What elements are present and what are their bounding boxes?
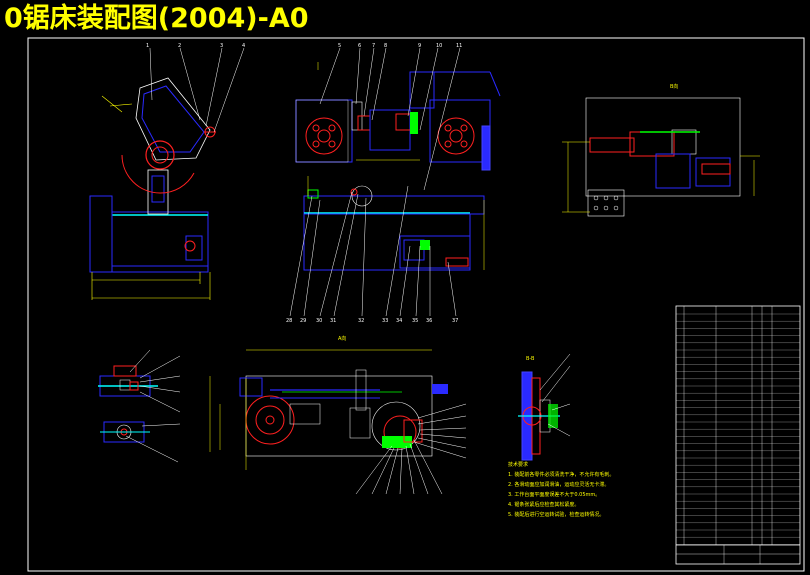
parts-list-table	[675, 305, 801, 565]
view-bottom-left	[98, 349, 181, 463]
balloon-35: 35	[412, 318, 418, 324]
tech-note-4: 4. 锯条张紧后应检查其松紧度。	[508, 501, 579, 508]
balloon-9: 9	[418, 43, 421, 49]
balloon-29: 29	[300, 318, 306, 324]
balloon-8: 8	[384, 43, 387, 49]
balloon-32: 32	[358, 318, 364, 324]
balloon-31: 31	[330, 318, 336, 324]
view-label-section-b: B-B	[526, 356, 535, 362]
view-bottom-right: B-B	[518, 353, 571, 461]
view-top-middle	[289, 47, 501, 317]
drawing-title: 0锯床装配图(2004)-A0	[4, 3, 309, 34]
balloon-1: 1	[146, 43, 149, 49]
view-bottom-middle: A向	[209, 335, 467, 495]
balloon-10: 10	[436, 43, 442, 49]
balloon-6: 6	[358, 43, 361, 49]
tech-note-2: 2. 各滑动面应加润滑油，运动应灵活无卡滞。	[508, 481, 609, 488]
balloon-37: 37	[452, 318, 458, 324]
balloon-4: 4	[242, 43, 245, 49]
balloon-7: 7	[372, 43, 375, 49]
balloon-3: 3	[220, 43, 223, 49]
balloon-33: 33	[382, 318, 388, 324]
balloon-5: 5	[338, 43, 341, 49]
view-label-section-a: A向	[338, 335, 346, 342]
drawing-border	[27, 37, 805, 572]
balloon-2: 2	[178, 43, 181, 49]
balloon-30: 30	[316, 318, 322, 324]
view-label-top-right: B向	[670, 83, 678, 90]
balloon-11: 11	[456, 43, 462, 49]
tech-notes: 技术要求 1. 装配前各零件必须清洗干净，不允许有毛刺。 2. 各滑动面应加润滑…	[508, 461, 614, 518]
tech-notes-heading: 技术要求	[508, 461, 528, 468]
tech-note-3: 3. 工作台面平面度误差不大于0.05mm。	[508, 491, 600, 498]
balloon-36: 36	[426, 318, 432, 324]
tech-note-5: 5. 装配后进行空运转试验，检查运转情况。	[508, 511, 604, 518]
view-top-right: B向	[562, 83, 760, 217]
balloon-28: 28	[286, 318, 292, 324]
tech-note-1: 1. 装配前各零件必须清洗干净，不允许有毛刺。	[508, 471, 614, 478]
view-top-left	[89, 47, 245, 300]
balloon-34: 34	[396, 318, 402, 324]
